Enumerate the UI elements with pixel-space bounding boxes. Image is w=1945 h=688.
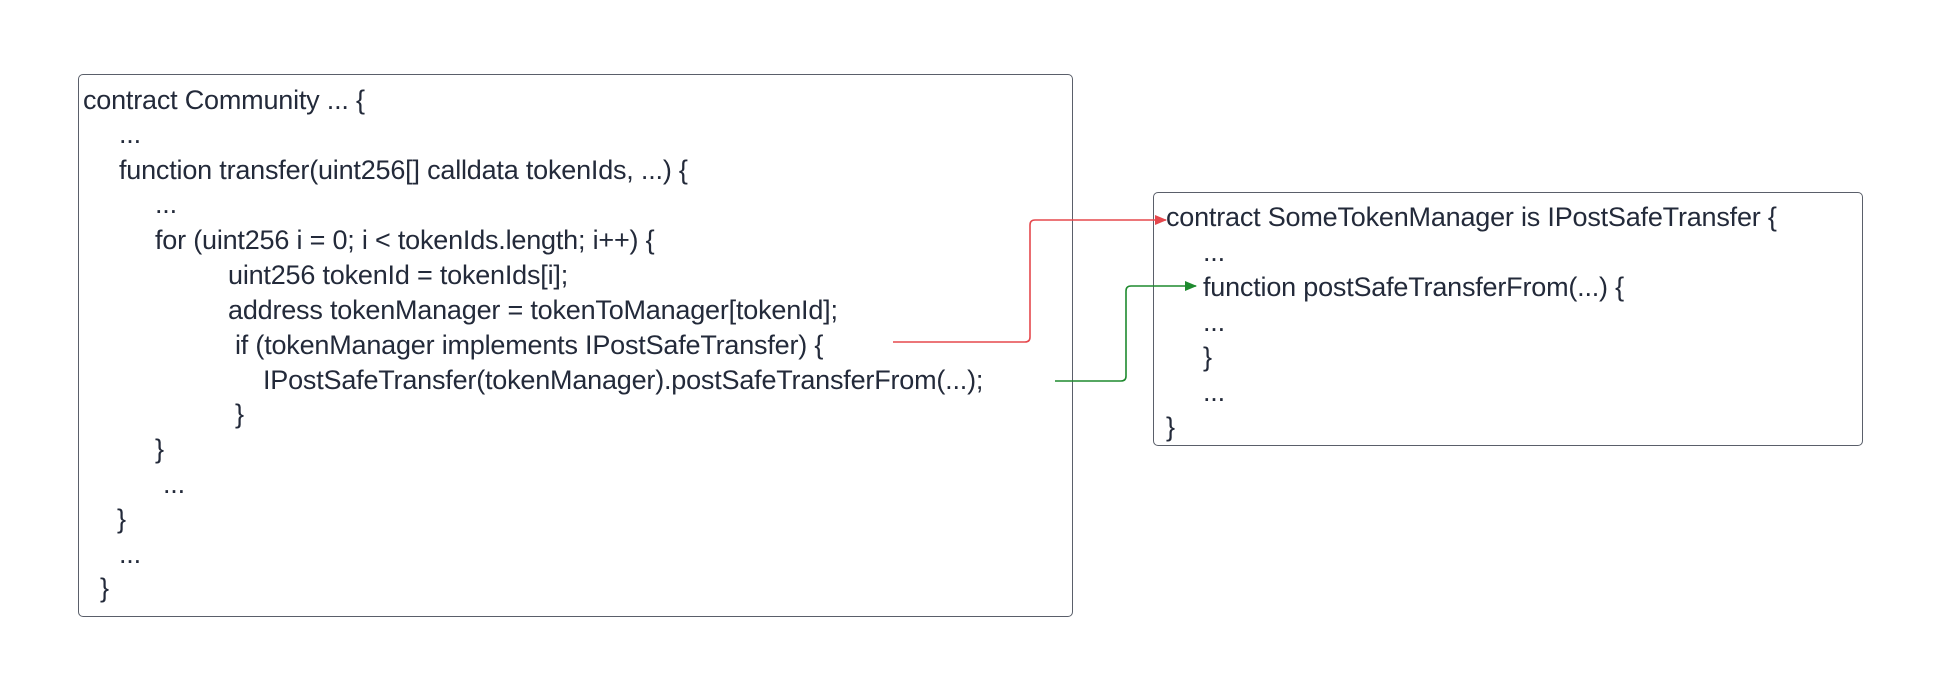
manager-code-line: ... [1203, 377, 1225, 407]
community-code-line: } [155, 434, 164, 464]
community-code-line: ... [119, 539, 141, 569]
community-code-line: ... [155, 189, 177, 219]
community-code-line: ... [119, 119, 141, 149]
community-code-line: ... [163, 469, 185, 499]
community-code-line: if (tokenManager implements IPostSafeTra… [235, 330, 824, 360]
community-code-line: } [117, 504, 126, 534]
community-code-line: uint256 tokenId = tokenIds[i]; [228, 260, 568, 290]
community-code-line: } [235, 399, 244, 429]
token-manager-contract-box [1153, 192, 1863, 446]
green-arrow-call-to-function [1055, 281, 1197, 382]
red-arrow-implements-to-contract [893, 215, 1167, 343]
manager-code-line: } [1166, 412, 1175, 442]
community-contract-box [78, 74, 1073, 617]
manager-code-line: contract SomeTokenManager is IPostSafeTr… [1166, 202, 1777, 232]
community-code-line: contract Community ... { [83, 85, 365, 115]
community-code-line: function transfer(uint256[] calldata tok… [119, 155, 688, 185]
manager-code-line: function postSafeTransferFrom(...) { [1203, 272, 1624, 302]
community-code-line: } [100, 573, 109, 603]
community-code-line: address tokenManager = tokenToManager[to… [228, 295, 838, 325]
manager-code-line: ... [1203, 307, 1225, 337]
community-code-line: for (uint256 i = 0; i < tokenIds.length;… [155, 225, 655, 255]
community-code-line: IPostSafeTransfer(tokenManager).postSafe… [263, 365, 984, 395]
manager-code-line: } [1203, 342, 1212, 372]
manager-code-line: ... [1203, 237, 1225, 267]
